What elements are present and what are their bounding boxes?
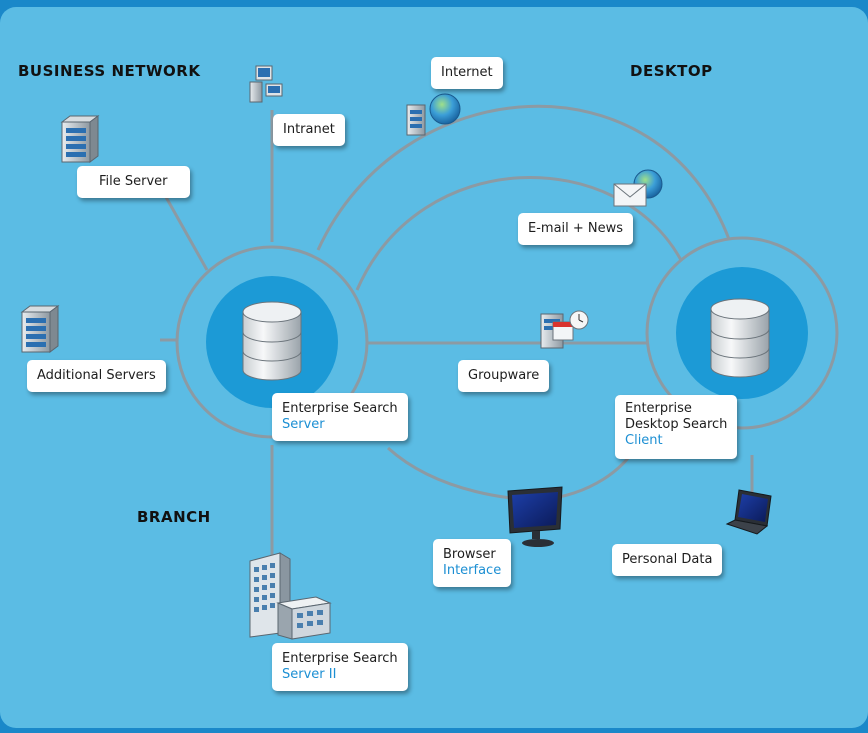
internet-label-text: Internet [441, 65, 493, 80]
browser-label-sub: Interface [443, 563, 502, 578]
personal-data-label-text: Personal Data [622, 552, 713, 567]
browser-label-title: Browser [443, 547, 496, 562]
client-label-title-1: Enterprise [625, 401, 692, 416]
groupware-label: Groupware [458, 360, 550, 392]
server-tower-icon [60, 115, 100, 163]
office-building-icon [249, 552, 332, 640]
intranet-label-text: Intranet [283, 122, 335, 137]
envelope-globe-icon [613, 169, 663, 207]
calendar-server-icon [540, 310, 589, 349]
region-branch: BRANCH [137, 508, 211, 526]
internet-label: Internet [431, 57, 503, 89]
groupware-label-text: Groupware [468, 368, 540, 383]
server-label-sub: Server [282, 417, 325, 432]
client-label: Enterprise Desktop Search Client [615, 395, 738, 459]
globe-server-icon [406, 93, 461, 136]
line-file-server [160, 189, 209, 271]
inner-arc [355, 175, 684, 291]
personal-data-label: Personal Data [612, 544, 723, 576]
file-server-label-text: File Server [99, 174, 168, 189]
outer-arc [316, 105, 732, 251]
server2-label-title: Enterprise Search [282, 651, 398, 666]
file-server-label: File Server [77, 166, 190, 198]
server2-label: Enterprise Search Server II [272, 643, 408, 691]
server2-label-sub: Server II [282, 667, 337, 682]
intranet-label: Intranet [273, 114, 345, 146]
additional-servers-label-text: Additional Servers [37, 368, 156, 383]
browser-label: Browser Interface [433, 539, 512, 587]
database-icon [710, 298, 770, 378]
server-label: Enterprise Search Server [272, 393, 408, 441]
server-tower-icon [20, 305, 60, 353]
region-desktop: DESKTOP [630, 62, 713, 80]
server-label-title: Enterprise Search [282, 401, 398, 416]
region-business-network: BUSINESS NETWORK [18, 62, 201, 80]
client-label-title-2: Desktop Search [625, 417, 728, 432]
laptop-icon [725, 489, 772, 535]
database-icon [242, 301, 302, 381]
email-news-label-text: E-mail + News [528, 221, 624, 236]
additional-servers-label: Additional Servers [27, 360, 166, 392]
computer-network-icon [249, 65, 283, 103]
email-news-label: E-mail + News [518, 213, 634, 245]
monitor-icon [507, 486, 563, 547]
client-label-sub: Client [625, 433, 663, 448]
